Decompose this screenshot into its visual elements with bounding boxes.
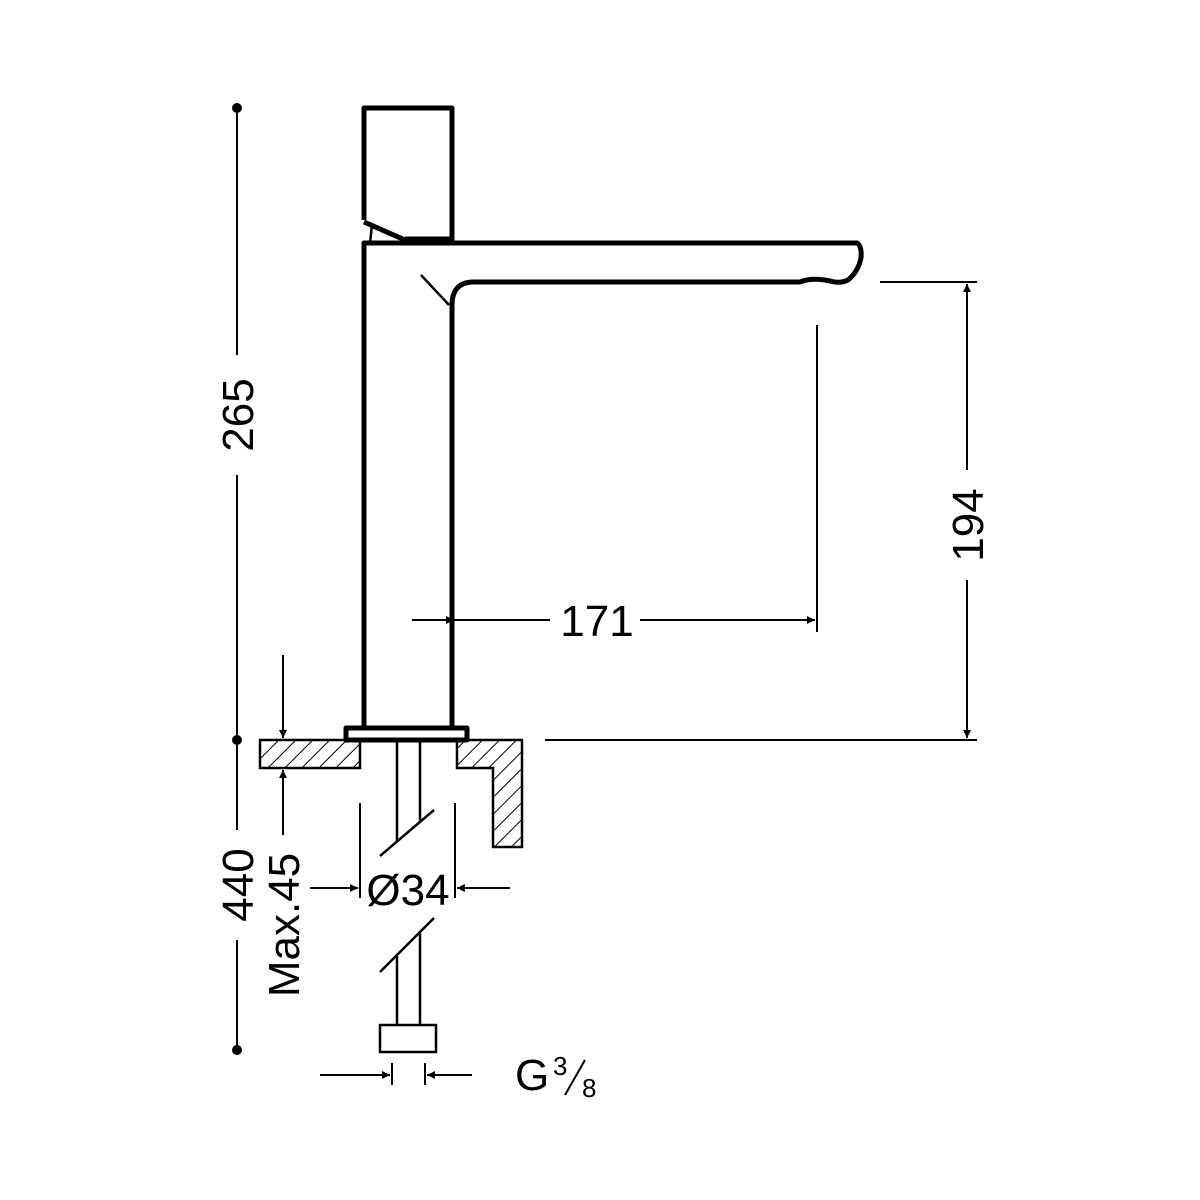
dim-265-label: 265 bbox=[214, 378, 263, 451]
diameter-34-label: Ø34 bbox=[366, 866, 449, 915]
overall-height-dimension: 265 440 bbox=[214, 103, 263, 1055]
spout-height-dimension: 194 bbox=[545, 281, 993, 741]
spout-reach-dimension: 171 bbox=[412, 325, 818, 646]
dim-440-label: 440 bbox=[214, 848, 263, 921]
faucet-handle bbox=[361, 105, 455, 244]
deck-section-right bbox=[455, 738, 524, 849]
faucet-body-spout bbox=[361, 240, 864, 728]
deck-section-left bbox=[258, 738, 362, 770]
supply-pipe bbox=[378, 740, 438, 1054]
base-plate bbox=[343, 725, 470, 743]
thread-g-label: G bbox=[515, 1051, 549, 1100]
dim-171-label: 171 bbox=[560, 597, 633, 646]
hole-diameter-dimension: Ø34 bbox=[310, 803, 510, 915]
dim-194-label: 194 bbox=[944, 488, 993, 561]
thread-numerator: 3 bbox=[553, 1051, 567, 1081]
thread-denominator: 8 bbox=[582, 1073, 596, 1103]
deck-thickness-dimension: Max.45 bbox=[260, 655, 309, 997]
pipe-fitting bbox=[378, 1023, 438, 1054]
thread-dimension: G 3 8 bbox=[320, 1051, 596, 1103]
max-45-label: Max.45 bbox=[260, 853, 309, 997]
